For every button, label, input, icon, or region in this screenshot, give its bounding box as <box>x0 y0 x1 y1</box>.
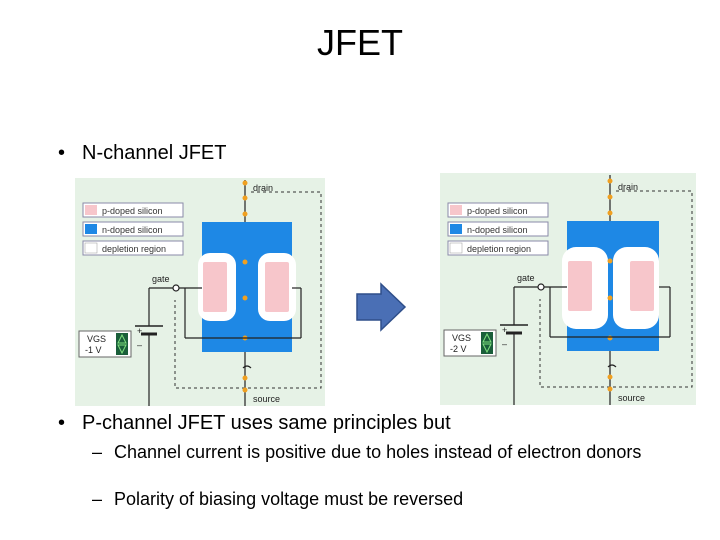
dash-symbol: – <box>92 442 103 462</box>
wire <box>82 221 184 237</box>
dashed-loop <box>174 191 322 389</box>
up-arrow-icon <box>117 333 127 344</box>
legend-swatch-n-doped <box>450 224 462 234</box>
electron-dot <box>607 258 613 264</box>
jfet-diagram-vgs-1v: p-doped silicon n-doped silicon depletio… <box>75 178 325 411</box>
legend-swatch-p-doped <box>85 205 97 215</box>
electron-dot <box>242 387 248 393</box>
electron-dot <box>607 210 613 216</box>
subbullet-text: Polarity of biasing voltage must be reve… <box>114 489 464 509</box>
electron-dot <box>607 374 613 380</box>
legend-label-p-doped: p-doped silicon <box>102 206 163 216</box>
battery-minus: – <box>137 340 142 350</box>
dash-symbol: – <box>92 489 103 509</box>
subbullet-text: Channel current is positive due to holes… <box>114 442 642 462</box>
subbullet-polarity: – Polarity of biasing voltage must be re… <box>92 489 662 509</box>
battery-minus: – <box>502 339 507 349</box>
bullet-symbol: • <box>58 412 66 434</box>
bullet-text: N-channel JFET <box>82 142 227 164</box>
vgs-stepper[interactable] <box>481 332 493 354</box>
electron-dot <box>607 178 613 184</box>
legend-label-depletion: depletion region <box>102 244 166 254</box>
p-gate-right <box>265 262 289 312</box>
dot <box>242 180 248 186</box>
legend-label-p-doped: p-doped silicon <box>467 206 528 216</box>
electron-dot <box>607 194 613 200</box>
drain-label: drain <box>618 182 638 192</box>
electron-dot <box>607 386 613 392</box>
dot <box>242 211 248 217</box>
bullet-text: P-channel JFET uses same principles but <box>82 412 451 434</box>
p-gate-left <box>568 261 592 311</box>
drain-label: drain <box>253 183 273 193</box>
slide-title: JFET <box>317 22 403 63</box>
electron-dot <box>607 335 613 341</box>
electron-dot <box>242 375 248 381</box>
source-label: source <box>618 393 645 403</box>
p-gate-left <box>203 262 227 312</box>
source-label: source <box>253 394 280 404</box>
legend-swatch-p-doped <box>450 205 462 215</box>
wire <box>356 282 407 332</box>
legend: p-doped silicon n-doped silicon depletio… <box>447 202 549 256</box>
jfet-diagram-vgs-2v: p-doped silicon n-doped silicon depletio… <box>440 173 696 410</box>
wire <box>82 240 184 256</box>
down-arrow-icon <box>482 343 492 354</box>
vgs-label: VGS <box>87 334 106 344</box>
legend-swatch-n-doped <box>85 224 97 234</box>
battery-plus: + <box>137 326 142 336</box>
dot <box>242 195 248 201</box>
down-arrow-icon <box>117 344 127 355</box>
vgs-label: VGS <box>452 333 471 343</box>
legend-label-depletion: depletion region <box>467 244 531 254</box>
legend: p-doped silicon n-doped silicon depletio… <box>82 202 184 256</box>
electron-dot <box>607 295 613 301</box>
legend-swatch-depletion <box>449 242 463 254</box>
bullet-p-channel: • P-channel JFET uses same principles but <box>58 412 451 435</box>
wire <box>447 221 549 237</box>
legend-swatch-depletion <box>84 242 98 254</box>
bullet-n-channel: • N-channel JFET <box>58 142 227 165</box>
vgs-stepper[interactable] <box>116 333 128 355</box>
battery-plus: + <box>502 325 507 335</box>
wire <box>242 365 252 369</box>
wire <box>82 202 184 218</box>
up-arrow-icon <box>482 332 492 343</box>
wire <box>447 202 549 218</box>
electron-dot <box>242 259 248 265</box>
vgs-value: -2 V <box>450 344 467 354</box>
subbullet-holes: – Channel current is positive due to hol… <box>92 442 662 462</box>
gate-terminal <box>172 284 180 292</box>
vgs-value: -1 V <box>85 345 102 355</box>
gate-label: gate <box>517 273 535 283</box>
legend-label-n-doped: n-doped silicon <box>467 225 528 235</box>
dashed-loop <box>539 190 693 388</box>
wire <box>607 364 617 368</box>
gate-label: gate <box>152 274 170 284</box>
legend-label-n-doped: n-doped silicon <box>102 225 163 235</box>
electron-dot <box>242 295 248 301</box>
gate-terminal <box>537 283 545 291</box>
p-gate-right <box>630 261 654 311</box>
wire <box>447 240 549 256</box>
bullet-symbol: • <box>58 142 66 164</box>
transition-arrow-icon <box>355 282 407 337</box>
